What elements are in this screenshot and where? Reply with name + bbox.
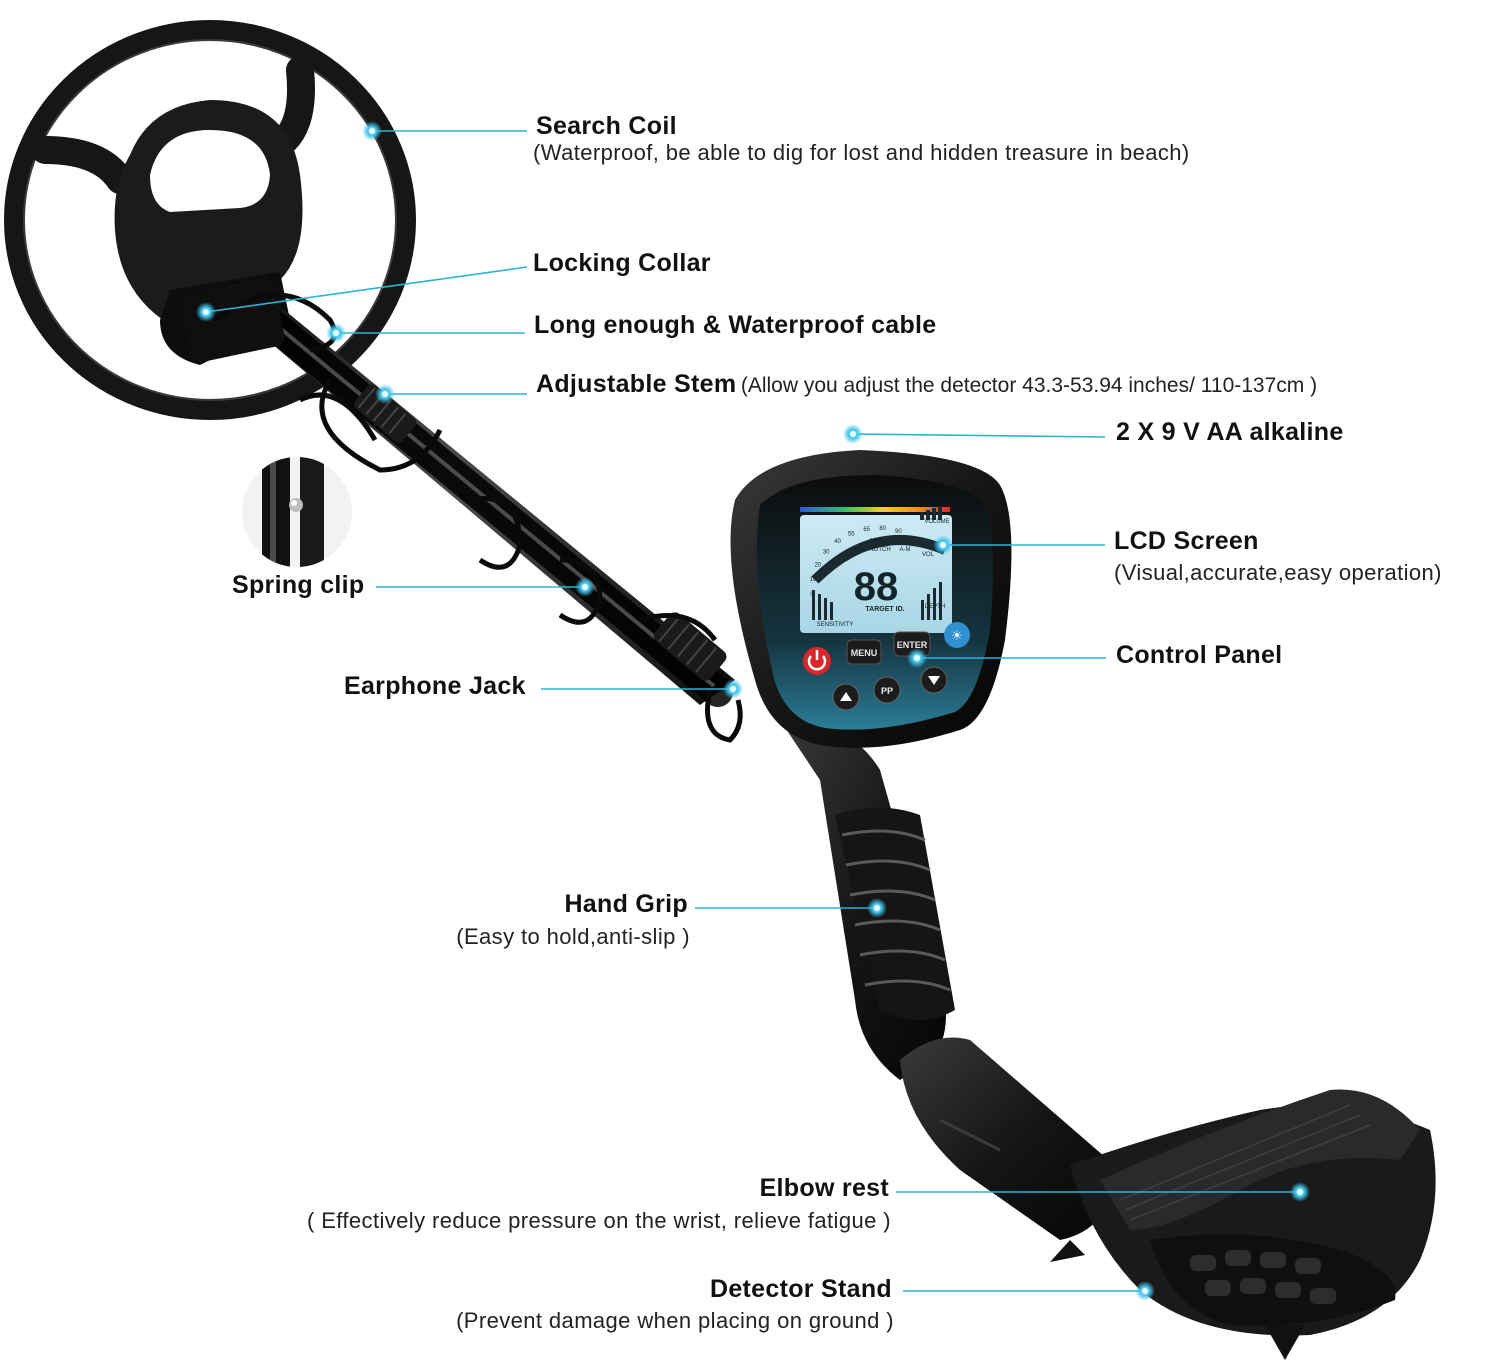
lcd-screen-label: LCD Screen bbox=[1114, 527, 1259, 555]
lcd-scale-tick: 30 bbox=[823, 550, 830, 556]
hand-grip-label: Hand Grip bbox=[564, 890, 688, 918]
battery-leader-dot-core bbox=[850, 431, 856, 437]
lcd-menu: MENU bbox=[870, 538, 891, 545]
elbow-rest-icon bbox=[1070, 1089, 1436, 1336]
spring-clip-label: Spring clip bbox=[232, 571, 365, 599]
arrow-up-icon bbox=[840, 692, 852, 701]
control-panel-label: Control Panel bbox=[1116, 641, 1283, 669]
lcd-scale-ticks: 0 10 20 30 40 55 65 80 90 bbox=[810, 526, 903, 598]
search-coil-label: Search Coil bbox=[536, 112, 677, 140]
lcd-sensitivity: SENSITIVITY bbox=[817, 622, 854, 628]
hand-grip-description: (Easy to hold,anti-slip ) bbox=[456, 924, 690, 949]
stem-label: Adjustable Stem bbox=[536, 370, 737, 398]
power-icon bbox=[807, 655, 827, 671]
stem-label-group: Adjustable Stem (Allow you adjust the de… bbox=[536, 370, 1317, 399]
detector-stand-icon bbox=[1050, 1240, 1305, 1360]
light-button[interactable] bbox=[944, 622, 970, 648]
elbow-rest-leader-dot-core bbox=[1297, 1189, 1303, 1195]
lcd-scale-tick: 55 bbox=[848, 531, 855, 537]
detector-stand-label: Detector Stand bbox=[709, 1275, 892, 1303]
hand-grip-leader-dot-core bbox=[874, 905, 880, 911]
lcd-am: A-M bbox=[900, 547, 911, 553]
menu-button-label: MENU bbox=[851, 648, 878, 658]
locking-collar-label: Locking Collar bbox=[533, 249, 711, 277]
battery-leader bbox=[852, 433, 1106, 438]
lcd-depth: DEPTH bbox=[925, 604, 945, 610]
lcd-vol: VOL bbox=[922, 552, 935, 558]
control-panel-leader-dot-core bbox=[914, 655, 920, 661]
lcd-target-id: TARGET ID. bbox=[865, 606, 904, 613]
lcd-leader-dot-core bbox=[940, 542, 946, 548]
locking-collar-leader bbox=[205, 266, 528, 313]
elbow-rest-description: ( Effectively reduce pressure on the wri… bbox=[306, 1208, 891, 1233]
lcd-digits: 88 bbox=[854, 565, 899, 609]
lightbulb-icon: ☀ bbox=[951, 628, 963, 643]
cable-icon bbox=[213, 292, 743, 743]
control-box-icon: 88 TARGET ID. SENSITIVITY DEPTH VOLUME M… bbox=[730, 450, 1012, 748]
menu-button[interactable]: MENU bbox=[846, 639, 882, 665]
lcd-scale-tick: 20 bbox=[814, 563, 821, 569]
lcd-scale-tick: 80 bbox=[879, 526, 886, 532]
enter-button-label: ENTER bbox=[897, 640, 928, 650]
lcd-scale-tick: 90 bbox=[895, 529, 902, 535]
earphone-jack-leader-dot-core bbox=[730, 686, 736, 692]
detector-stand-description: (Prevent damage when placing on ground ) bbox=[456, 1308, 894, 1333]
lcd-scale-tick: 65 bbox=[863, 527, 870, 533]
signal-scale-bar bbox=[800, 507, 950, 512]
hand-grip-icon bbox=[780, 720, 1120, 1240]
arrow-down-icon bbox=[928, 676, 940, 685]
detector-stand-leader-dot-core bbox=[1142, 1288, 1148, 1294]
search-coil-leader-dot-core bbox=[369, 128, 375, 134]
elbow-rest-label: Elbow rest bbox=[759, 1174, 889, 1202]
stem-description: (Allow you adjust the detector 43.3-53.9… bbox=[740, 374, 1318, 397]
lcd-scale-tick: 40 bbox=[834, 539, 841, 545]
stem-leader-dot-core bbox=[382, 391, 388, 397]
earphone-jack-label: Earphone Jack bbox=[344, 672, 526, 700]
battery-label: 2 X 9 V AA alkaline bbox=[1116, 418, 1344, 446]
lcd-notch: NOTCH bbox=[869, 547, 890, 553]
leader-lines bbox=[196, 121, 1310, 1301]
pinpoint-button-label: PP bbox=[881, 686, 893, 696]
spring-clip-inset bbox=[242, 457, 352, 567]
lcd-scale-tick: 10 bbox=[810, 577, 817, 583]
cable-leader-dot-core bbox=[333, 330, 339, 336]
lcd-scale-tick: 0 bbox=[810, 592, 814, 598]
locking-collar-leader-dot-core bbox=[203, 309, 209, 315]
spring-clip-leader-dot-core bbox=[582, 584, 588, 590]
pinpoint-button[interactable] bbox=[873, 676, 901, 704]
cable-label: Long enough & Waterproof cable bbox=[534, 311, 937, 339]
lcd-screen-description: (Visual,accurate,easy operation) bbox=[1114, 560, 1442, 585]
lcd-volume: VOLUME bbox=[924, 519, 949, 525]
search-coil-description: (Waterproof, be able to dig for lost and… bbox=[533, 140, 1190, 165]
power-button[interactable] bbox=[803, 647, 831, 675]
